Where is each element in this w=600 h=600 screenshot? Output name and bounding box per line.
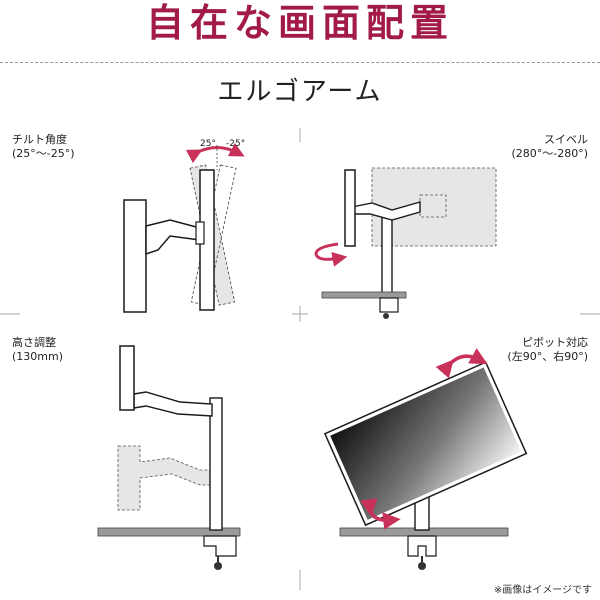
swivel-illustration (314, 167, 497, 319)
height-illustration (97, 345, 241, 570)
page-subtitle: エルゴアーム (217, 77, 383, 107)
swivel-name: スイベル (544, 133, 588, 146)
swivel-monitor (344, 169, 356, 247)
height-clamp (203, 535, 237, 557)
pivot-illustration (323, 348, 528, 570)
pivot-monitor (323, 361, 528, 527)
pivot-name: ピボット対応 (522, 336, 588, 349)
swivel-label: スイベル (280°〜-280°) (511, 133, 588, 161)
height-desk (97, 527, 241, 537)
height-name: 高さ調整 (12, 336, 56, 349)
height-label: 高さ調整 (130mm) (12, 336, 63, 364)
tilt-range: (25°〜-25°) (12, 147, 75, 160)
pivot-arrow-top (435, 348, 488, 379)
tilt-arm (145, 219, 201, 256)
pivot-arrow-bottom (360, 498, 401, 530)
height-pole (209, 397, 223, 531)
swivel-desk (321, 291, 407, 299)
tilt-label: チルト角度 (25°〜-25°) (12, 133, 75, 161)
height-range: (130mm) (12, 350, 64, 363)
tilt-name: チルト角度 (12, 133, 67, 146)
height-arm (133, 391, 213, 417)
height-monitor (119, 345, 135, 411)
tilt-illustration (123, 142, 245, 313)
pivot-clamp (407, 535, 437, 557)
tilt-pole (123, 199, 147, 313)
swivel-arrow (314, 242, 348, 267)
page-title: 自在な画面配置 (145, 1, 454, 45)
swivel-range: (280°〜-280°) (511, 147, 588, 160)
pivot-range: (左90°、右90°) (507, 350, 588, 363)
height-ghost (117, 445, 211, 511)
tilt-angle-right: -25° (226, 139, 246, 149)
pivot-label: ピボット対応 (左90°、右90°) (507, 336, 588, 364)
swivel-pole (381, 209, 393, 299)
tilt-arrow (185, 142, 245, 164)
footer-note: ※画像はイメージです (493, 585, 592, 596)
swivel-arm (351, 201, 421, 221)
title-divider (0, 62, 600, 63)
tilt-angle-left: 25° (200, 139, 216, 149)
